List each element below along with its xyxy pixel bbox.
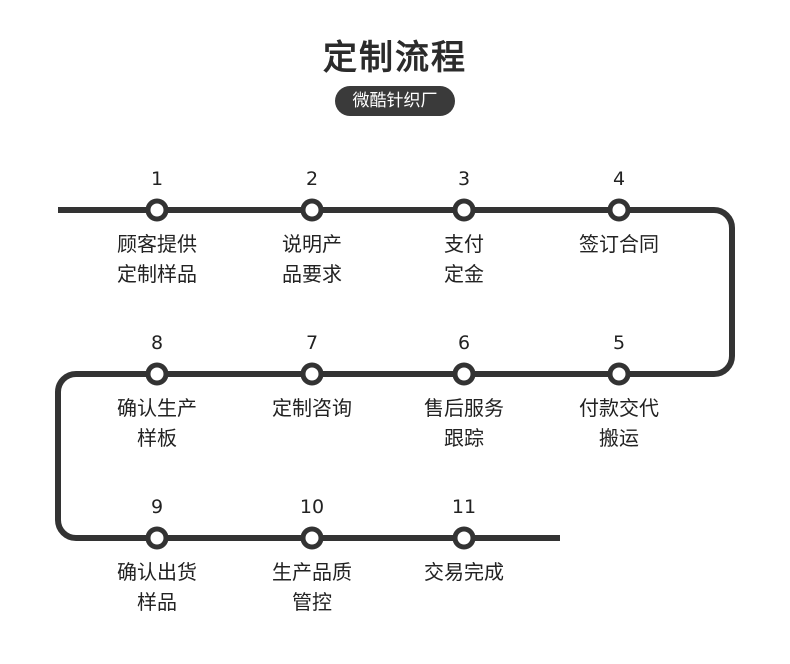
step-number-3: 3 [457,168,471,190]
step-number-8: 8 [150,332,164,354]
step-label-4: 签订合同 [544,229,694,259]
step-label-9: 确认出货样品 [82,557,232,617]
step-label-8: 确认生产样板 [82,393,232,453]
step-node-8 [145,362,169,386]
step-label-line: 搬运 [599,426,639,450]
flow-connector-line [55,207,735,541]
factory-badge: 微酷针织厂 [335,86,455,116]
step-label-line: 管控 [292,590,332,614]
step-label-line: 确认出货 [117,560,197,584]
step-number-11: 11 [451,496,477,518]
step-number-6: 6 [457,332,471,354]
step-label-2: 说明产品要求 [237,229,387,289]
step-number-10: 10 [299,496,325,518]
step-node-1 [145,198,169,222]
step-node-10 [300,526,324,550]
step-number-4: 4 [612,168,626,190]
step-label-11: 交易完成 [389,557,539,587]
step-label-1: 顾客提供定制样品 [82,229,232,289]
step-number-9: 9 [150,496,164,518]
step-label-line: 跟踪 [444,426,484,450]
step-label-line: 样板 [137,426,177,450]
step-label-line: 定制咨询 [272,396,352,420]
step-node-6 [452,362,476,386]
step-label-line: 品要求 [282,262,342,286]
step-number-1: 1 [150,168,164,190]
step-label-line: 支付 [444,232,484,256]
step-label-line: 说明产 [282,232,342,256]
step-number-2: 2 [305,168,319,190]
step-label-line: 确认生产 [117,396,197,420]
step-number-7: 7 [305,332,319,354]
step-label-line: 顾客提供 [117,232,197,256]
step-label-line: 交易完成 [424,560,504,584]
step-node-7 [300,362,324,386]
step-label-line: 定金 [444,262,484,286]
step-label-line: 样品 [137,590,177,614]
step-node-3 [452,198,476,222]
step-number-5: 5 [612,332,626,354]
step-node-2 [300,198,324,222]
step-label-7: 定制咨询 [237,393,387,423]
step-label-line: 生产品质 [272,560,352,584]
step-label-3: 支付定金 [389,229,539,289]
step-node-11 [452,526,476,550]
page-title: 定制流程 [323,38,467,78]
step-label-10: 生产品质管控 [237,557,387,617]
step-node-4 [607,198,631,222]
step-label-line: 定制样品 [117,262,197,286]
step-label-line: 签订合同 [579,232,659,256]
step-node-5 [607,362,631,386]
step-label-5: 付款交代搬运 [544,393,694,453]
step-node-9 [145,526,169,550]
step-label-line: 付款交代 [579,396,659,420]
step-label-6: 售后服务跟踪 [389,393,539,453]
step-label-line: 售后服务 [424,396,504,420]
